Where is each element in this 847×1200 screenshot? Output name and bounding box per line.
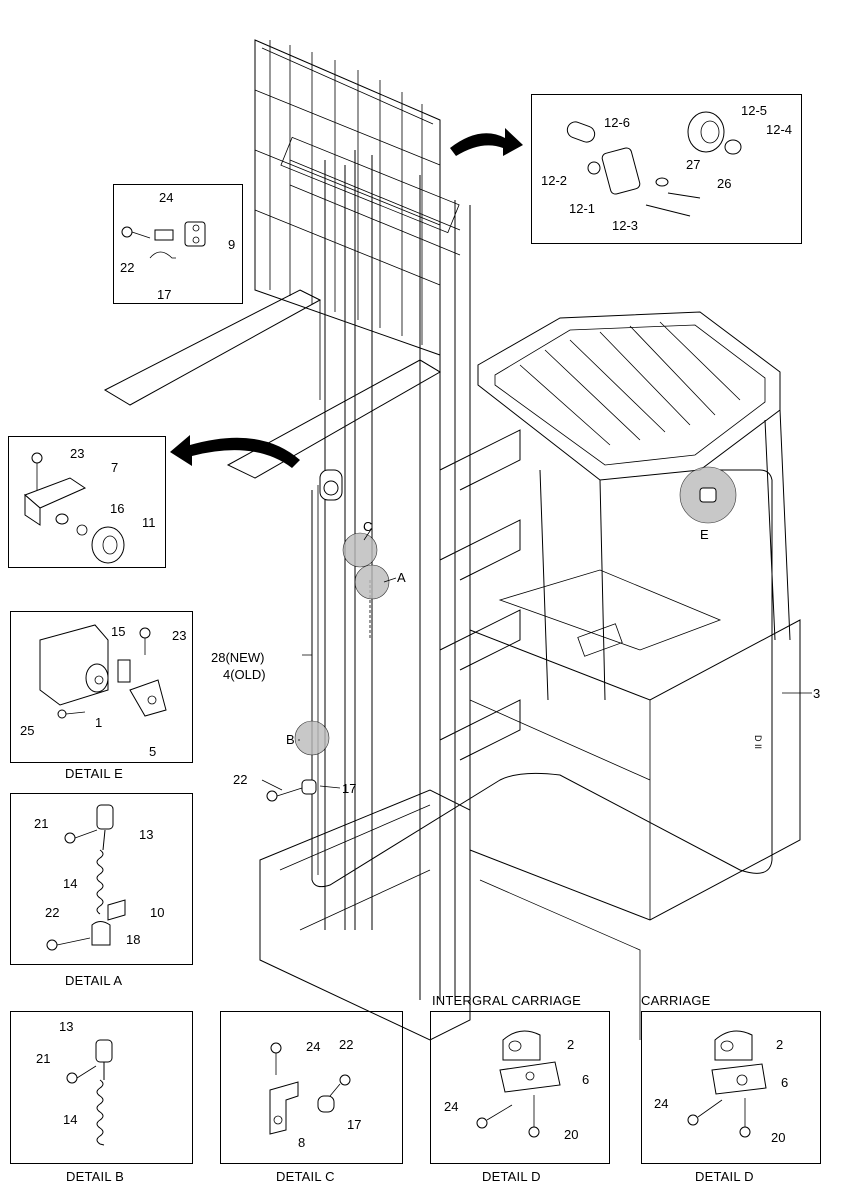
callout-14: 14: [63, 876, 78, 891]
callout-23: 23: [70, 446, 85, 461]
callout-22-c: 22: [339, 1037, 354, 1052]
cable-mark-d2: D II: [753, 735, 763, 750]
sketch-detail-d2: [687, 1030, 767, 1138]
caption-detail-a: DETAIL A: [65, 973, 123, 988]
overhead-guard: [477, 311, 791, 701]
callout-21-b: 21: [36, 1051, 51, 1066]
detail-a-locator: [354, 564, 390, 600]
callout-12-5: 12-5: [741, 103, 768, 118]
callout-11: 11: [142, 515, 156, 530]
callout-6-d2: 6: [781, 1075, 789, 1090]
callout-17: 17: [157, 287, 172, 302]
arrow-to-top-right-detail: [450, 128, 523, 156]
callout-27: 27: [686, 157, 701, 172]
callout-10: 10: [150, 905, 165, 920]
sketch-top-right: [566, 111, 742, 217]
callout-6: 6: [582, 1072, 590, 1087]
sketch-top-left: [121, 221, 206, 259]
callout-12-3: 12-3: [612, 218, 639, 233]
callout-22-a: 22: [45, 905, 60, 920]
detail-box-mid-left: [8, 436, 166, 568]
callout-23-e: 23: [172, 628, 187, 643]
callout-2: 2: [567, 1037, 575, 1052]
detail-c-locator: [342, 532, 378, 568]
heading-integral-carriage: INTERGRAL CARRIAGE: [432, 993, 582, 1008]
callout-20: 20: [564, 1127, 579, 1142]
sketch-mid-left: [24, 452, 125, 564]
callout-12-2: 12-2: [541, 173, 568, 188]
callout-7: 7: [111, 460, 119, 475]
callout-3: 3: [813, 686, 821, 701]
sketch-detail-a: [46, 804, 126, 951]
callout-9: 9: [228, 237, 236, 252]
callout-22-main: 22: [233, 772, 248, 787]
detail-box-a: [10, 793, 193, 965]
callout-13: 13: [139, 827, 154, 842]
caption-detail-d2: DETAIL D: [695, 1169, 754, 1184]
callout-25: 25: [20, 723, 35, 738]
callout-26: 26: [717, 176, 732, 191]
caption-detail-d1: DETAIL D: [482, 1169, 541, 1184]
heading-carriage: CARRIAGE: [641, 993, 711, 1008]
arrow-to-left-detail: [170, 435, 300, 468]
sketch-detail-c: [269, 1042, 351, 1135]
detail-box-e: [10, 611, 193, 763]
callout-1: 1: [95, 715, 103, 730]
sketch-detail-d1: [476, 1030, 561, 1138]
main-clamp-17: [266, 779, 317, 802]
callout-2-d2: 2: [776, 1037, 784, 1052]
callout-24-d1: 24: [444, 1099, 459, 1114]
callout-12-1: 12-1: [569, 201, 596, 216]
detail-box-top-right: [531, 94, 802, 244]
callout-15: 15: [111, 624, 126, 639]
callout-24: 24: [159, 190, 174, 205]
callout-4-old: 4(OLD): [223, 667, 266, 682]
callout-21: 21: [34, 816, 49, 831]
callout-22: 22: [120, 260, 135, 275]
sketch-detail-e: [39, 624, 167, 719]
callout-17-c: 17: [347, 1117, 362, 1132]
caption-detail-b: DETAIL B: [66, 1169, 124, 1184]
caption-detail-c: DETAIL C: [276, 1169, 335, 1184]
callout-24-d2: 24: [654, 1096, 669, 1111]
callout-5: 5: [149, 744, 157, 759]
callout-17-main: 17: [342, 781, 357, 796]
callout-12-4: 12-4: [766, 122, 793, 137]
caption-detail-e: DETAIL E: [65, 766, 123, 781]
truck-body: [259, 429, 801, 1041]
detail-box-b: [10, 1011, 193, 1164]
callout-18: 18: [126, 932, 141, 947]
forks: [103, 289, 441, 479]
callout-b: B: [286, 732, 295, 747]
callout-8: 8: [298, 1135, 306, 1150]
sketch-detail-b: [66, 1039, 113, 1146]
detail-b-locator: [294, 720, 330, 756]
callout-a: A: [397, 570, 406, 585]
cable-routing: [311, 469, 773, 888]
detail-box-d1: [430, 1011, 610, 1164]
callout-20-d2: 20: [771, 1130, 786, 1145]
detail-box-d2: [641, 1011, 821, 1164]
callout-e: E: [700, 527, 709, 542]
callout-16: 16: [110, 501, 125, 516]
callout-24-c: 24: [306, 1039, 321, 1054]
callout-c: C: [363, 519, 373, 534]
callout-13-b: 13: [59, 1019, 74, 1034]
callout-28-new: 28(NEW): [211, 650, 265, 665]
callout-14-b: 14: [63, 1112, 78, 1127]
detail-box-c: [220, 1011, 403, 1164]
detail-box-top-left: [113, 184, 243, 304]
callout-12-6: 12-6: [604, 115, 631, 130]
